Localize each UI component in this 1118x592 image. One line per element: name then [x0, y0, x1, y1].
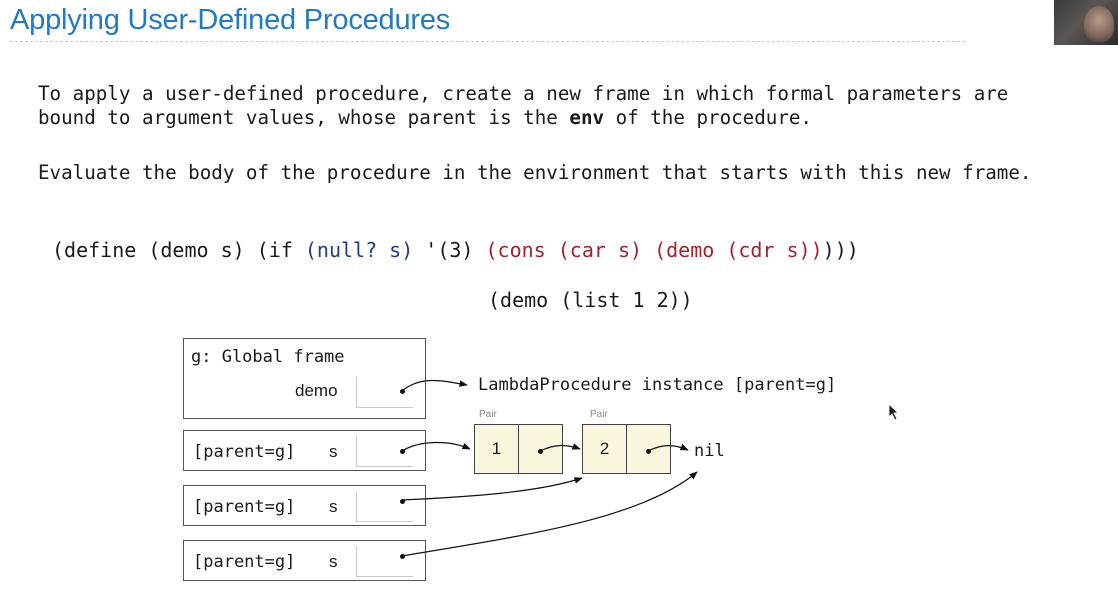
pair-2-tag: Pair — [590, 409, 608, 420]
frame-2: [parent=g] s — [183, 485, 426, 526]
frame-2-var: s — [329, 497, 338, 516]
paragraph-apply: To apply a user-defined procedure, creat… — [38, 82, 1008, 130]
pair-2: 2 — [582, 424, 671, 474]
paragraph-apply-line2b: of the procedure. — [604, 106, 812, 129]
paragraph-evaluate: Evaluate the body of the procedure in th… — [38, 161, 1032, 184]
title-divider — [10, 41, 965, 42]
paragraph-apply-line2a: bound to argument values, whose parent i… — [38, 106, 570, 129]
nil-label: nil — [694, 441, 725, 461]
pair-2-cdr-pointer — [646, 449, 651, 454]
pair-1: 1 — [474, 424, 563, 474]
pair-1-cdr-pointer — [538, 449, 543, 454]
paragraph-apply-env: env — [569, 106, 605, 129]
global-binding-slot — [356, 377, 413, 408]
frame-2-label: [parent=g] — [193, 497, 296, 517]
frame-3-slot — [356, 546, 413, 577]
global-frame: g: Global frame demo — [183, 338, 426, 419]
frame-3-label: [parent=g] — [193, 552, 296, 572]
code-part-5: ))) — [822, 238, 859, 262]
frame-1-label: [parent=g] — [193, 442, 296, 462]
global-frame-label: g: Global frame — [191, 347, 345, 367]
lambda-procedure-label: LambdaProcedure instance [parent=g] — [478, 375, 837, 395]
frame-3-var: s — [329, 552, 338, 571]
define-code: (define (demo s) (if (null? s) '(3) (con… — [52, 238, 859, 262]
frame-1-pointer — [400, 449, 405, 454]
call-expression: (demo (list 1 2)) — [488, 288, 693, 312]
frame-3: [parent=g] s — [183, 540, 426, 581]
global-binding-pointer — [400, 389, 405, 394]
frame-1-var: s — [329, 442, 338, 461]
frame-1: [parent=g] s — [183, 430, 426, 471]
frame-3-pointer — [400, 554, 405, 559]
arrow-frame3-to-nil — [401, 471, 698, 557]
webcam-thumbnail — [1054, 0, 1118, 45]
code-part-2: (null? s) — [304, 238, 414, 262]
code-part-4: (cons (car s) (demo (cdr s)) — [485, 238, 823, 262]
arrow-frame2-to-pair2 — [401, 477, 583, 501]
mouse-cursor-icon — [888, 403, 899, 421]
pair-1-tag: Pair — [479, 409, 497, 420]
global-binding-name: demo — [295, 381, 338, 400]
code-part-3: '(3) — [413, 238, 486, 262]
pair-2-car: 2 — [583, 425, 627, 473]
frame-1-slot — [356, 436, 413, 467]
frame-2-pointer — [400, 499, 405, 504]
code-part-1: (define (demo s) (if — [52, 238, 305, 262]
paragraph-apply-line1: To apply a user-defined procedure, creat… — [38, 82, 1009, 105]
pair-1-car: 1 — [475, 425, 519, 473]
slide-title: Applying User-Defined Procedures — [10, 4, 451, 36]
frame-2-slot — [356, 491, 413, 522]
